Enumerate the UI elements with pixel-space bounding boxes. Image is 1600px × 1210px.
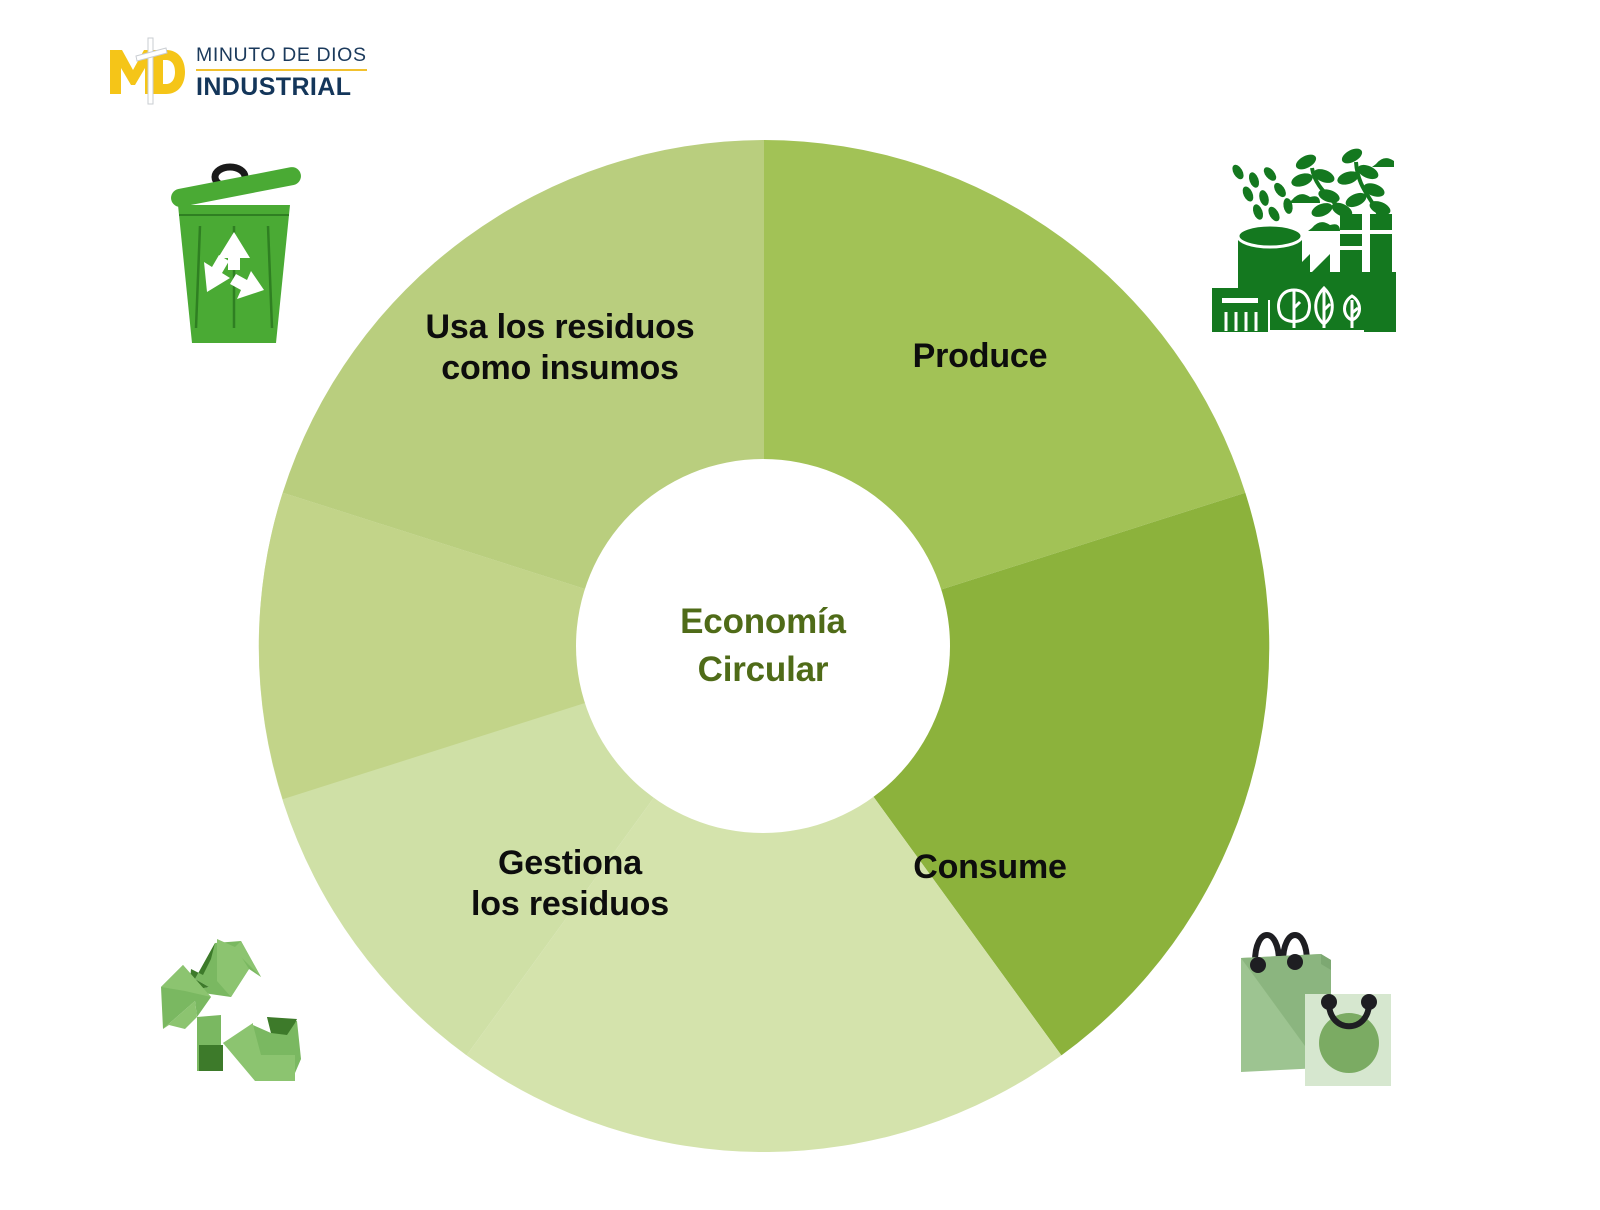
minuto-de-dios-monogram-icon [108,36,186,106]
wheel-segment-consume[interactable] [466,646,1062,1152]
wheel-label-gestiona: Gestiona los residuos [471,844,669,924]
brand-logo: MINUTO DE DIOS INDUSTRIAL [108,36,367,106]
eco-factory-icon [1196,132,1396,334]
brand-line-1: MINUTO DE DIOS [196,45,367,72]
recycle-bin-icon [158,158,310,350]
wheel-segment-usa-residuos-lighter [258,492,764,800]
brand-line-2: INDUSTRIAL [196,73,352,102]
recycle-arrows-icon [145,925,317,1097]
wheel-label-consume: Consume [913,848,1067,886]
wheel-label-usa-residuos: Usa los residuos como insumos [425,308,695,388]
donut-center-hub: Economía Circular [576,459,950,833]
shopping-bags-icon [1213,898,1391,1086]
center-title: Economía Circular [680,601,846,689]
wheel-label-produce: Produce [912,337,1048,375]
brand-wordmark: MINUTO DE DIOS INDUSTRIAL [196,42,367,101]
